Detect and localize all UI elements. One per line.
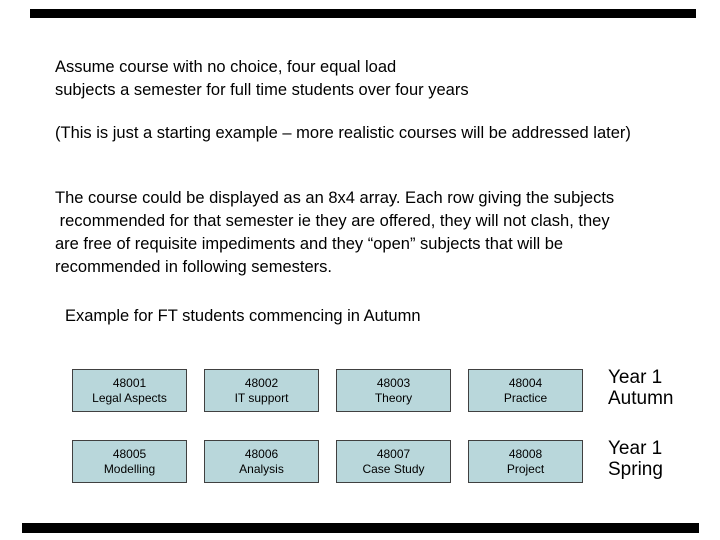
subject-name: Practice (503, 390, 548, 405)
subject-box-48005: 48005 Modelling (72, 440, 187, 483)
example-heading: Example for FT students commencing in Au… (65, 307, 421, 325)
subject-name: Analysis (239, 461, 284, 476)
subject-code: 48005 (112, 446, 147, 461)
subject-box-48004: 48004 Practice (468, 369, 583, 412)
subject-code: 48008 (508, 446, 543, 461)
subject-name: Case Study (362, 461, 425, 476)
subject-name: Project (506, 461, 545, 476)
subject-name: IT support (234, 390, 289, 405)
semester-label-line: Autumn (608, 388, 674, 409)
semester-label-year1-autumn: Year 1 Autumn (608, 367, 673, 409)
subject-name: Modelling (103, 461, 156, 476)
subject-code: 48002 (244, 375, 279, 390)
semester-label-line: Year 1 (608, 367, 663, 388)
subject-box-48008: 48008 Project (468, 440, 583, 483)
subject-box-48002: 48002 IT support (204, 369, 319, 412)
semester-label-line: Year 1 (608, 438, 663, 459)
subject-box-48007: 48007 Case Study (336, 440, 451, 483)
semester-label-year1-spring: Year 1 Spring (608, 438, 663, 480)
subject-code: 48006 (244, 446, 279, 461)
intro-paragraph: Assume course with no choice, four equal… (55, 58, 469, 99)
subject-box-48006: 48006 Analysis (204, 440, 319, 483)
bottom-black-bar (22, 523, 699, 533)
top-black-bar (30, 9, 696, 18)
course-array-description: The course could be displayed as an 8x4 … (55, 189, 615, 276)
subject-code: 48003 (376, 375, 411, 390)
semester-label-line: Spring (608, 459, 663, 480)
subject-code: 48004 (508, 375, 543, 390)
subject-box-48001: 48001 Legal Aspects (72, 369, 187, 412)
subject-name: Legal Aspects (92, 390, 167, 405)
starting-example-note: (This is just a starting example – more … (55, 124, 631, 142)
subject-name: Theory (374, 390, 413, 405)
subject-code: 48001 (112, 375, 147, 390)
subject-box-48003: 48003 Theory (336, 369, 451, 412)
subject-code: 48007 (376, 446, 411, 461)
